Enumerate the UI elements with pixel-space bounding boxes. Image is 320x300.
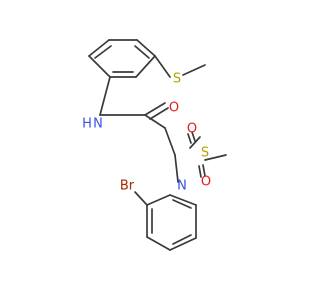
upper-phenyl-ring bbox=[88, 39, 156, 78]
molecule-structure-diagram: S H N O N S O O Br bbox=[82, 39, 227, 251]
sulfonyl-oxygen-top-label: O bbox=[187, 122, 197, 137]
thioether-sulfur-label: S bbox=[173, 72, 181, 87]
bromine-bond bbox=[134, 191, 148, 206]
amide-nitrogen-label: N bbox=[93, 117, 103, 132]
sulfonyl-bonds bbox=[174, 131, 227, 183]
sulfonyl-oxygen-bottom-label: O bbox=[201, 175, 211, 190]
thioether-bonds bbox=[154, 55, 206, 78]
amide-hydrogen-label: H bbox=[82, 117, 92, 132]
lower-phenyl-ring bbox=[146, 194, 197, 251]
bromine-label: Br bbox=[120, 179, 135, 194]
amide-bonds bbox=[99, 76, 176, 156]
sulfonamide-nitrogen-label: N bbox=[177, 179, 187, 194]
carbonyl-oxygen-label: O bbox=[169, 101, 179, 116]
sulfonyl-sulfur-label: S bbox=[201, 146, 209, 161]
